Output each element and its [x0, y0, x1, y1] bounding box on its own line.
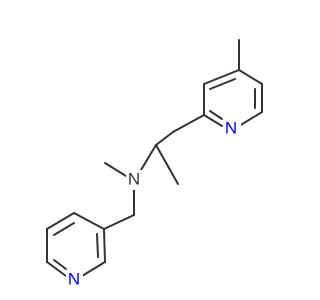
bond-ch2-pyridine — [103, 214, 135, 230]
lower-pyridine-nitrogen-label: N — [68, 269, 80, 288]
bond-c6-n1 — [238, 111, 263, 127]
bond-c3-c4-inner — [209, 78, 236, 90]
amine-n-background — [126, 170, 143, 190]
bond-n-methyl — [104, 162, 127, 177]
bond-bottom-c5-c4-inner — [53, 222, 75, 236]
bond-bottom-c2-n1 — [81, 261, 106, 277]
upper-pyridine-n-background — [224, 119, 241, 139]
bond-n1-c2 — [203, 114, 223, 127]
bond-chiral-methyl — [155, 144, 179, 185]
bond-n1-c2-inner — [209, 110, 223, 120]
structure-canvas: N N N — [46, 39, 263, 290]
upper-pyridine-nitrogen-label: N — [225, 118, 237, 137]
bond-c3-c4 — [203, 69, 240, 85]
bond-bottom-c3-c2-inner — [96, 233, 99, 258]
bond-bottom-c4-c3 — [73, 212, 105, 230]
bond-bottom-n1-c6 — [46, 261, 67, 277]
bond-ch2-chiral — [155, 131, 174, 146]
bond-bottom-c5-c4 — [46, 212, 75, 230]
bond-ring-ch2 — [172, 114, 205, 133]
bond-bottom-c3-c2 — [103, 228, 106, 263]
bond-bottom-n1-c6-inner — [53, 259, 67, 270]
lower-pyridine-n-background — [66, 270, 83, 290]
bond-c4-c5-upper — [238, 69, 263, 85]
amine-nitrogen-label: N — [128, 169, 140, 188]
molecule-diagram: N N N — [46, 39, 263, 290]
bond-chiral-n — [140, 144, 157, 171]
